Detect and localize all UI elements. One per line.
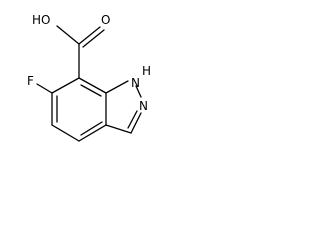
bond-ccooh-o-double-b [82, 29, 105, 48]
n2-label: N [139, 99, 148, 113]
fluorine-label: F [27, 74, 34, 88]
nh-hydrogen-label: H [142, 64, 151, 78]
bond-c3-c3a [105, 124, 132, 134]
bond-c6-f [36, 83, 53, 94]
carbonyl-oxygen-label: O [101, 13, 110, 27]
bond-ccooh-o-double-a [78, 26, 101, 45]
bond-ccooh-oh [56, 25, 80, 45]
bond-c4-c3a [78, 124, 107, 142]
bond-c7-c6 [51, 77, 80, 94]
bond-c7a-c7-outer [78, 77, 107, 94]
hydroxyl-label: HO [32, 13, 50, 27]
bond-n2-c3-outer [130, 112, 142, 134]
bond-c5-c4 [51, 124, 80, 142]
bond-c7a-n1 [105, 80, 129, 94]
structure-canvas: HO O F H N N [0, 0, 180, 152]
structure-diagram: HO O F H N N [27, 13, 151, 142]
n1-label: N [131, 76, 140, 90]
bond-n2-c3-inner [127, 110, 138, 129]
bond-n1-n2 [135, 85, 142, 98]
bond-c7a-c7-inner [80, 84, 102, 97]
bond-c4-c3a-inner [80, 121, 103, 136]
